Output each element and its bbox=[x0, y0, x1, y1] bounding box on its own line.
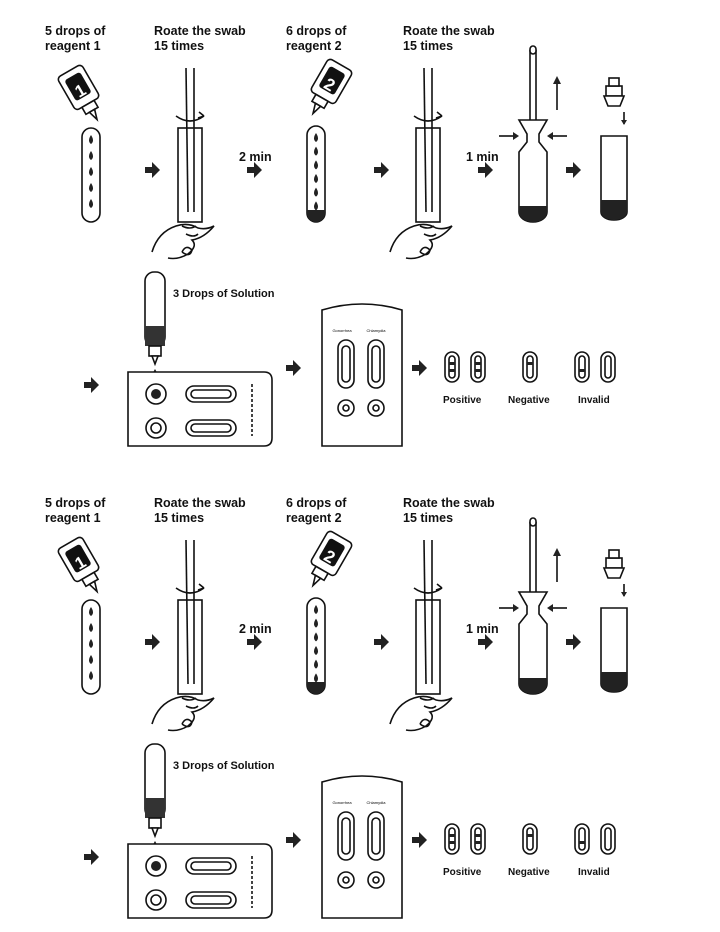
reagent-2-tube bbox=[306, 125, 326, 223]
step-3-line2: reagent 2 bbox=[286, 511, 342, 525]
swab-rotation-2 bbox=[389, 539, 453, 732]
arrow-right bbox=[145, 634, 160, 650]
step-2-line2: 15 times bbox=[154, 511, 205, 525]
negative-label: Negative bbox=[508, 867, 550, 878]
solution-label: 3 Drops of Solution bbox=[173, 760, 275, 772]
reagent-1-tube bbox=[81, 127, 101, 223]
invalid-label: Invalid bbox=[578, 867, 610, 878]
reagent-2-bottle: 2 bbox=[310, 530, 353, 588]
arrow-right bbox=[84, 849, 99, 865]
wait-2min: 2 min bbox=[239, 622, 272, 636]
arrow-right bbox=[286, 360, 301, 376]
swab-extraction-tube bbox=[499, 517, 567, 695]
wait-1min: 1 min bbox=[466, 150, 499, 164]
arrow-right bbox=[566, 634, 581, 650]
step-4-line2: 15 times bbox=[403, 39, 454, 53]
step-1-line1: 5 drops of bbox=[45, 496, 106, 510]
read-card: Gonorrhea Chlamydia bbox=[321, 303, 403, 447]
wait-1min: 1 min bbox=[466, 622, 499, 636]
arrow-right bbox=[412, 832, 427, 848]
swab-extraction-tube bbox=[499, 45, 567, 223]
arrow-right bbox=[374, 634, 389, 650]
test-cassette bbox=[127, 371, 273, 447]
swab-rotation-1 bbox=[151, 67, 215, 260]
step-1-line1: 5 drops of bbox=[45, 24, 106, 38]
result-invalid-b bbox=[600, 351, 616, 383]
step-4-line1: Roate the swab bbox=[403, 496, 495, 510]
result-negative bbox=[522, 823, 538, 855]
capped-tube bbox=[600, 549, 628, 693]
arrow-right bbox=[247, 634, 262, 650]
reagent-2-bottle: 2 bbox=[310, 58, 353, 116]
reagent-1-tube bbox=[81, 599, 101, 695]
step-2-line2: 15 times bbox=[154, 39, 205, 53]
test-cassette bbox=[127, 843, 273, 919]
result-positive-chlamydia bbox=[470, 351, 486, 383]
dropper-tube bbox=[144, 743, 166, 850]
arrow-right bbox=[247, 162, 262, 178]
wait-2min: 2 min bbox=[239, 150, 272, 164]
invalid-label: Invalid bbox=[578, 395, 610, 406]
capped-tube bbox=[600, 77, 628, 221]
result-invalid-a bbox=[574, 351, 590, 383]
step-1-line2: reagent 1 bbox=[45, 511, 101, 525]
step-4-line2: 15 times bbox=[403, 511, 454, 525]
arrow-right bbox=[478, 634, 493, 650]
result-positive-gonorrhea bbox=[444, 823, 460, 855]
result-negative bbox=[522, 351, 538, 383]
positive-label: Positive bbox=[443, 867, 482, 878]
gonorrhea-label: Gonorrhea bbox=[332, 800, 352, 805]
arrow-right bbox=[412, 360, 427, 376]
negative-label: Negative bbox=[508, 395, 550, 406]
dropper-tube bbox=[144, 271, 166, 378]
reagent-1-bottle: 1 bbox=[57, 64, 100, 122]
swab-rotation-1 bbox=[151, 539, 215, 732]
step-3-line1: 6 drops of bbox=[286, 496, 347, 510]
chlamydia-label: Chlamydia bbox=[367, 800, 387, 805]
step-3-line1: 6 drops of bbox=[286, 24, 347, 38]
gonorrhea-label: Gonorrhea bbox=[332, 328, 352, 333]
step-3-line2: reagent 2 bbox=[286, 39, 342, 53]
swab-rotation-2 bbox=[389, 67, 453, 260]
chlamydia-label: Chlamydia bbox=[367, 328, 387, 333]
step-2-line1: Roate the swab bbox=[154, 496, 246, 510]
step-1-line2: reagent 1 bbox=[45, 39, 101, 53]
arrow-right bbox=[84, 377, 99, 393]
reagent-2-tube bbox=[306, 597, 326, 695]
arrow-right bbox=[478, 162, 493, 178]
step-4-line1: Roate the swab bbox=[403, 24, 495, 38]
result-invalid-b bbox=[600, 823, 616, 855]
step-2-line1: Roate the swab bbox=[154, 24, 246, 38]
result-positive-chlamydia bbox=[470, 823, 486, 855]
reagent-1-bottle: 1 bbox=[57, 536, 100, 594]
arrow-right bbox=[374, 162, 389, 178]
result-invalid-a bbox=[574, 823, 590, 855]
read-card: Gonorrhea Chlamydia bbox=[321, 775, 403, 919]
result-positive-gonorrhea bbox=[444, 351, 460, 383]
arrow-right bbox=[286, 832, 301, 848]
positive-label: Positive bbox=[443, 395, 482, 406]
arrow-right bbox=[145, 162, 160, 178]
solution-label: 3 Drops of Solution bbox=[173, 288, 275, 300]
arrow-right bbox=[566, 162, 581, 178]
